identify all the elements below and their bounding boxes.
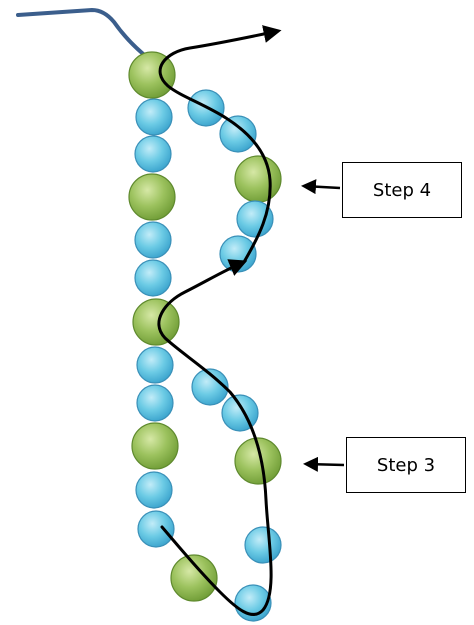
green-bead <box>128 173 176 221</box>
green-bead <box>131 422 179 470</box>
blue-bead <box>134 259 172 297</box>
blue-bead <box>136 384 174 422</box>
blue-bead <box>191 368 229 406</box>
step3-label-box: Step 3 <box>346 437 466 493</box>
blue-bead <box>219 235 257 273</box>
thread-path-upper <box>158 25 282 264</box>
blue-bead <box>244 526 282 564</box>
green-bead <box>170 554 218 602</box>
step4-pointer-arrow <box>301 179 341 195</box>
blue-bead <box>137 510 175 548</box>
upper-bead-loop <box>187 89 282 273</box>
blue-bead <box>236 200 274 238</box>
step3-label: Step 3 <box>376 454 436 476</box>
blue-bead <box>219 115 257 153</box>
blue-bead <box>135 471 173 509</box>
thread-path-lower <box>157 259 273 616</box>
thread-tail <box>16 7 150 60</box>
blue-bead <box>136 346 174 384</box>
blue-bead <box>134 135 172 173</box>
left-bead-column <box>128 51 180 548</box>
step4-label-box: Step 4 <box>342 162 462 218</box>
green-bead <box>234 437 282 485</box>
blue-bead <box>221 394 259 432</box>
green-bead <box>234 155 282 203</box>
step4-label: Step 4 <box>372 179 432 201</box>
green-bead <box>132 298 180 346</box>
blue-bead <box>135 98 173 136</box>
green-bead <box>128 51 176 99</box>
lower-bead-loop <box>170 368 282 622</box>
step3-pointer-arrow <box>303 456 345 472</box>
blue-bead <box>134 221 172 259</box>
